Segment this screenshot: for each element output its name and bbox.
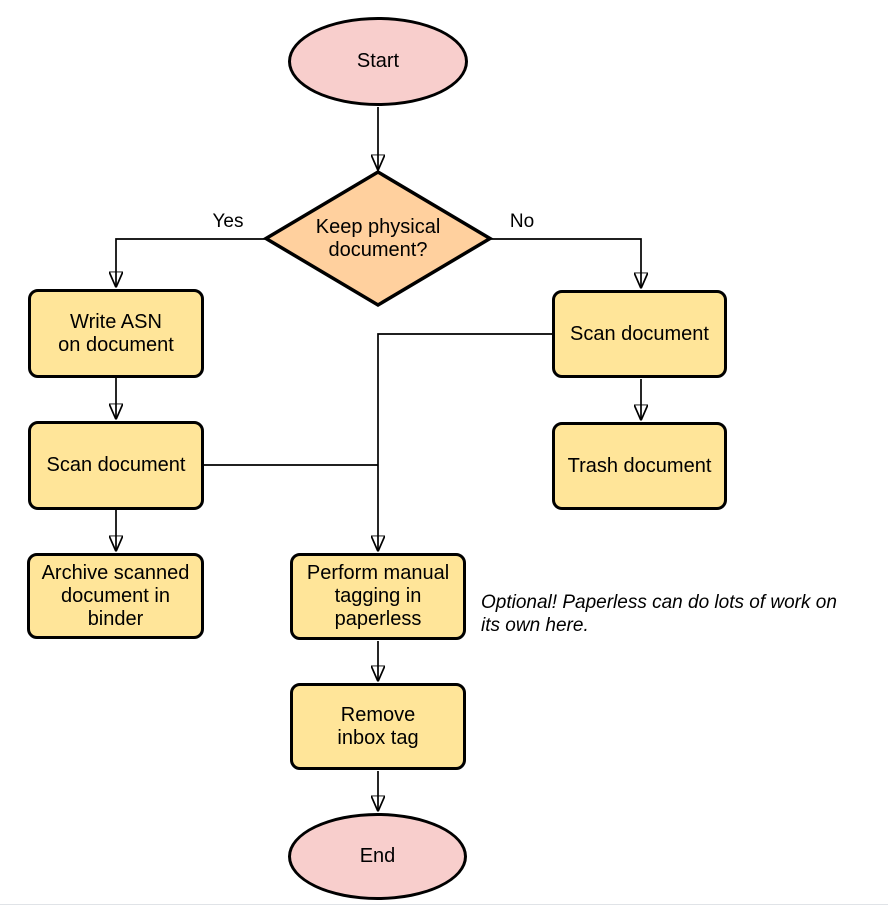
- node-end-label: End: [359, 845, 396, 867]
- node-manual-tagging: Perform manual tagging in paperless: [290, 553, 466, 640]
- node-decision: Keep physical document?: [262, 169, 494, 308]
- node-start-label: Start: [356, 50, 400, 72]
- node-end: End: [288, 813, 467, 900]
- node-decision-label: Keep physical document?: [315, 215, 441, 261]
- edge-label-yes: Yes: [212, 211, 244, 232]
- node-manual-tagging-label: Perform manual tagging in paperless: [306, 562, 450, 630]
- node-trash-document: Trash document: [552, 422, 727, 510]
- edge-decision-yes-to-write-asn: [116, 238, 266, 287]
- node-archive-document-label: Archive scanned document in binder: [41, 561, 190, 630]
- node-archive-document: Archive scanned document in binder: [27, 553, 204, 639]
- edge-decision-no-to-scan-right: [490, 238, 641, 288]
- decision-diamond-shape: [262, 169, 494, 308]
- annotation-optional-note: Optional! Paperless can do lots of work …: [481, 592, 837, 636]
- node-remove-inbox-tag: Remove inbox tag: [290, 683, 466, 770]
- bottom-divider: [0, 904, 888, 905]
- node-scan-document-left: Scan document: [28, 421, 204, 510]
- node-trash-document-label: Trash document: [567, 454, 712, 477]
- node-remove-inbox-tag-label: Remove inbox tag: [337, 703, 419, 749]
- edge-scan-right-to-tagging: [378, 333, 552, 551]
- node-write-asn-label: Write ASN on document: [58, 310, 174, 356]
- node-scan-document-left-label: Scan document: [46, 454, 186, 476]
- node-scan-document-right-label: Scan document: [570, 322, 709, 345]
- node-start: Start: [288, 17, 468, 106]
- node-write-asn: Write ASN on document: [28, 289, 204, 378]
- node-scan-document-right: Scan document: [552, 290, 727, 378]
- edge-label-no: No: [509, 211, 535, 232]
